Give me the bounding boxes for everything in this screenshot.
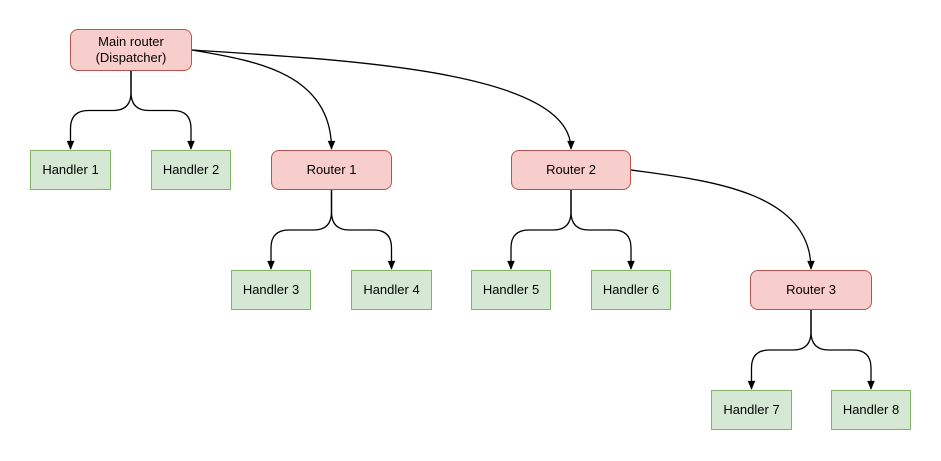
node-label: Main router (Dispatcher) [95,33,167,65]
edge-main-to-h2 [130,71,195,150]
node-label: Handler 5 [482,281,540,297]
edge-r2-to-r3 [630,169,815,270]
node-router-2: Router 2 [511,150,631,190]
edge-r2-to-h6 [570,190,635,270]
node-label: Router 1 [306,161,357,177]
edge-main-to-r1 [191,49,336,150]
node-handler-6: Handler 6 [591,270,671,310]
node-handler-8: Handler 8 [831,390,911,430]
node-handler-2: Handler 2 [151,150,231,190]
node-label: Handler 8 [842,401,900,417]
node-label: Handler 7 [723,401,780,417]
node-label: Handler 1 [42,161,99,177]
edge-r3-to-h8 [810,310,875,390]
edge-r1-to-h4 [330,190,396,270]
edge-r1-to-h3 [267,190,333,270]
node-label: Router 2 [546,161,596,177]
node-main-router-dispatcher: Main router (Dispatcher) [70,29,192,71]
node-label: Handler 2 [162,161,220,177]
node-handler-3: Handler 3 [231,270,311,310]
node-label: Handler 6 [602,281,660,297]
node-handler-1: Handler 1 [30,150,111,190]
node-label: Handler 4 [363,281,420,297]
node-label: Router 3 [786,281,836,297]
node-handler-4: Handler 4 [351,270,432,310]
edge-r2-to-h5 [507,190,572,270]
node-handler-5: Handler 5 [471,270,551,310]
edge-main-to-r2 [191,49,575,150]
edge-r3-to-h7 [747,310,812,390]
node-handler-7: Handler 7 [711,390,792,430]
edge-main-to-h1 [66,71,132,150]
node-router-3: Router 3 [750,270,872,310]
node-router-1: Router 1 [271,150,392,190]
node-label: Handler 3 [242,281,300,297]
